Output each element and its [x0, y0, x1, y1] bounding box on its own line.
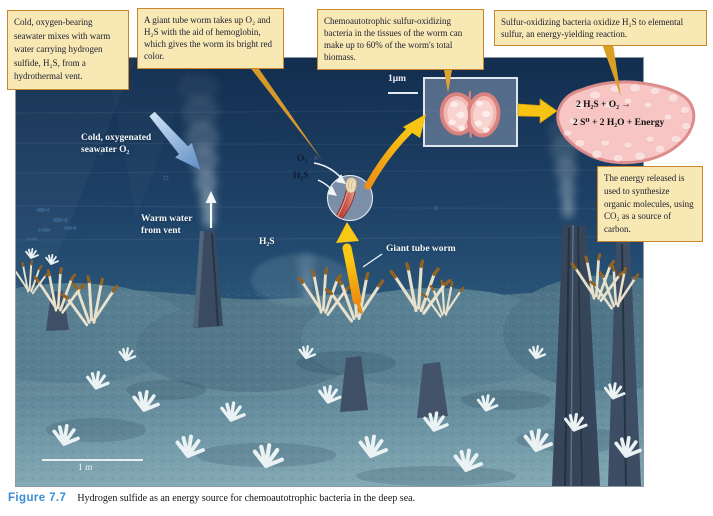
- deep-sea-scene-art: [16, 58, 643, 486]
- label-h2s-close: H₂S: [293, 171, 309, 181]
- blob-sulfur-granules: [563, 83, 691, 162]
- sulfur-oxidation-equation: 2 H₂S + O₂ → 2 S⁰ + 2 H₂O + Energy: [573, 96, 665, 132]
- equation-line-2: 2 S⁰ + 2 H₂O + Energy: [573, 118, 665, 128]
- figure-number: Figure 7.7: [8, 492, 67, 504]
- label-cold-oxygenated-seawater: Cold, oxygenated seawater O₂: [81, 133, 152, 155]
- micro-scale-bar: [388, 92, 418, 94]
- sulfur-granules: [448, 100, 491, 133]
- label-warm-water-from-vent: Warm water from vent: [141, 214, 193, 236]
- micro-scale-label: 1μm: [388, 74, 407, 84]
- dividing-bacterium-cell: [439, 91, 501, 138]
- deep-sea-scene-illustration: [15, 57, 644, 487]
- callout-worm-bacteria: Chemoautotrophic sulfur-oxidizing bacter…: [317, 9, 484, 70]
- macro-scale-label: 1 m: [78, 463, 93, 473]
- bacteria-micrograph-inset: [423, 77, 518, 147]
- dividing-bacterium-art: [439, 91, 501, 138]
- label-o2-close: O₂: [297, 154, 308, 164]
- vent-chimneys: [46, 224, 641, 486]
- bacterium-cell-blob: [556, 80, 696, 165]
- macro-scale-bar: [42, 459, 143, 461]
- callout-cold-seawater: Cold, oxygen-bearing seawater mixes with…: [7, 10, 129, 90]
- figure-caption: Figure 7.7 Hydrogen sulfide as an energy…: [8, 492, 415, 504]
- tube-worm-body: [333, 188, 356, 220]
- callout-tube-worm-uptake: A giant tube worm takes up O₂ and H₂S wi…: [137, 8, 284, 69]
- equation-line-1: 2 H₂S + O₂ →: [576, 100, 631, 110]
- figure-caption-text: Hydrogen sulfide as an energy source for…: [77, 493, 416, 504]
- tube-worm-closeup-circle: [327, 175, 373, 221]
- label-giant-tube-worm: Giant tube worm: [386, 244, 456, 254]
- tube-worm-closeup-art: [333, 177, 357, 220]
- callout-energy-use: The energy released is used to synthesiz…: [597, 166, 703, 242]
- callout-sulfur-oxidation: Sulfur-oxidizing bacteria oxidize H₂S to…: [494, 10, 707, 47]
- label-h2s-plume: H₂S: [259, 237, 275, 247]
- tube-worm-plume: [345, 177, 357, 194]
